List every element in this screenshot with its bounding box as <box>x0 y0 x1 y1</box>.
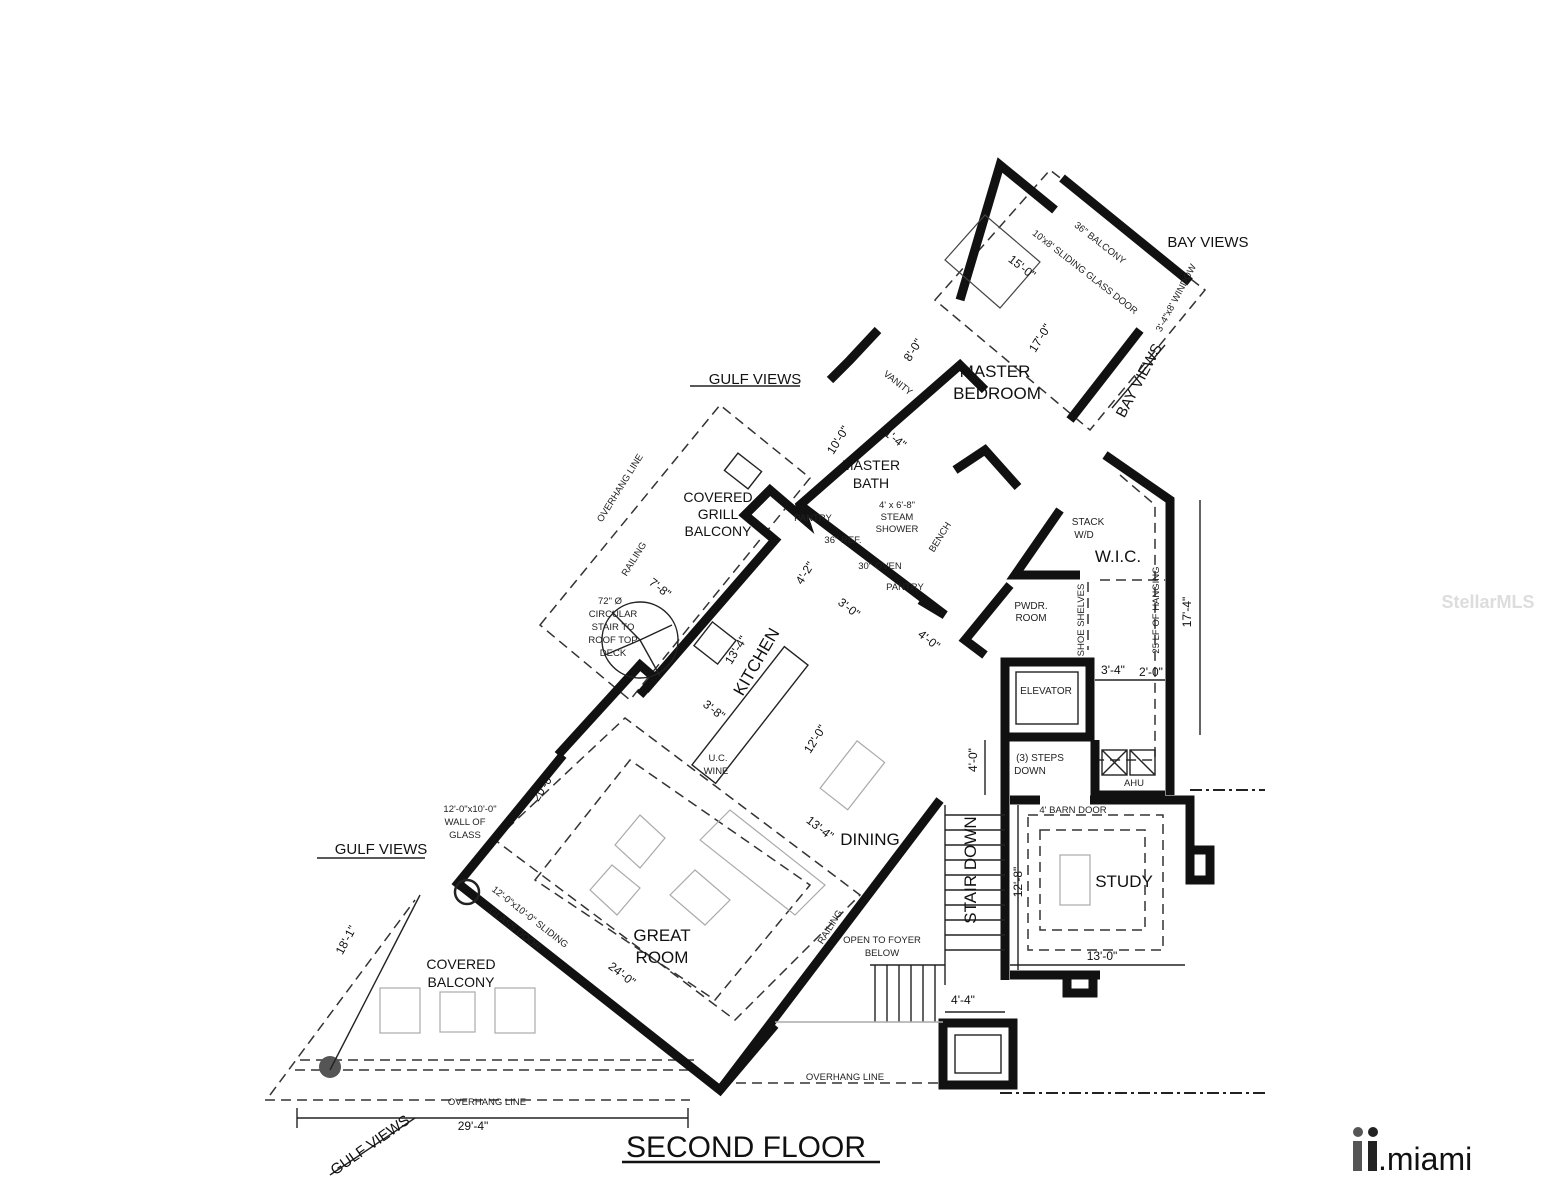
dim-aisle-right: 4'-0" <box>915 627 942 653</box>
note-overhang-balcony: OVERHANG LINE <box>448 1097 526 1108</box>
note-ref: 36" REF. <box>824 535 861 546</box>
dim-island-width: 3'-0" <box>835 595 862 621</box>
watermark: StellarMLS <box>1441 592 1534 612</box>
note-bench: BENCH <box>927 520 954 554</box>
gulf-views-label-bottom: GULF VIEWS <box>328 1112 414 1179</box>
furniture <box>379 214 1091 1034</box>
room-great-room-1: GREAT <box>633 926 690 945</box>
note-stack-1: STACK <box>1072 517 1105 528</box>
note-steam-1: 4' x 6'-8" <box>879 500 915 511</box>
grill <box>723 452 763 490</box>
room-powder-2: ROOM <box>1015 613 1046 624</box>
logo-text: .miami <box>1378 1141 1472 1177</box>
note-wall-glass-2: WALL OF <box>445 817 486 828</box>
dim-study-depth: 12'-8" <box>1011 867 1025 898</box>
note-railing-grill: RAILING <box>620 540 649 578</box>
room-wic: W.I.C. <box>1095 547 1141 566</box>
room-powder-1: PWDR. <box>1014 601 1047 612</box>
gulf-views-label-top: GULF VIEWS <box>709 371 802 388</box>
room-covered-balcony-1: COVERED <box>426 956 495 972</box>
note-steam-2: STEAM <box>881 512 914 523</box>
stair-down-label: STAIR DOWN <box>961 816 980 923</box>
logo: .miami <box>1353 1127 1472 1177</box>
gulf-views-label-left: GULF VIEWS <box>335 841 428 858</box>
room-master-bath-1: MASTER <box>842 457 900 473</box>
view-labels: GULF VIEWS GULF VIEWS GULF VIEWS BAY VIE… <box>328 234 1249 1179</box>
room-grill-balcony-2: GRILL <box>698 506 739 522</box>
walls <box>451 157 1215 1097</box>
dim-balcony-len: 29'-4" <box>458 1119 489 1133</box>
overhang-lines <box>265 168 1265 1101</box>
dim-kitchen-aisle: 4'-2" <box>793 559 818 587</box>
note-wall-glass-3: GLASS <box>449 830 481 841</box>
dim-wic-a: 3'-4" <box>1101 663 1125 677</box>
note-open-foyer-2: BELOW <box>865 948 899 959</box>
dim-study-width: 13'-0" <box>1087 949 1118 963</box>
note-open-foyer-1: OPEN TO FOYER <box>843 935 921 946</box>
note-slider-great-2: GLASS DOOR <box>487 906 543 953</box>
note-overhang-grill: OVERHANG LINE <box>595 452 646 524</box>
note-pantry1: PANTRY <box>794 513 832 524</box>
room-elevator: ELEVATOR <box>1020 686 1072 697</box>
dim-dining-width: 13'-4" <box>804 813 837 843</box>
room-covered-balcony-2: BALCONY <box>428 974 496 990</box>
dim-stair-radius: 7'-8" <box>646 575 673 601</box>
note-uc-wine-1: U.C. <box>709 753 728 764</box>
note-stack-2: W/D <box>1074 530 1093 541</box>
note-uc-wine-2: WINE <box>704 766 729 777</box>
room-master-bedroom-2: BEDROOM <box>953 384 1041 403</box>
dim-bed-depth: 17'-0" <box>1026 321 1054 354</box>
dim-bath-depth: 10'-0" <box>824 423 852 456</box>
dim-island-len: 12'-0" <box>801 722 829 755</box>
room-great-room-2: ROOM <box>636 948 689 967</box>
note-wall-glass-1: 12'-0"x10'-0" <box>443 804 496 815</box>
desk <box>1059 854 1091 906</box>
room-master-bedroom-1: MASTER <box>960 362 1031 381</box>
dining-table <box>819 740 886 811</box>
circular-stair <box>601 601 679 679</box>
note-circ-stair-4: ROOF TOP <box>588 635 637 646</box>
dim-great-width: 24'-0" <box>606 959 639 989</box>
dim-stair-width: 4'-4" <box>951 993 975 1007</box>
note-steps-2: DOWN <box>1014 766 1046 777</box>
dim-wic-len: 17'-4" <box>1180 597 1194 628</box>
dimension-lines <box>296 344 1201 1176</box>
dim-vanity: 8'-0" <box>901 336 926 364</box>
bed <box>944 214 1041 309</box>
note-pantry2: PANTRY <box>886 582 924 593</box>
note-overhang-front: OVERHANG LINE <box>806 1072 884 1083</box>
dim-steps: 4'-0" <box>966 748 980 772</box>
note-circ-stair-1: 72" Ø <box>598 596 623 607</box>
dim-kitchen-aisle2: 3'-8" <box>700 697 727 723</box>
note-circ-stair-2: CIRCULAR <box>589 609 638 620</box>
kitchen-island <box>691 645 809 785</box>
note-shoe: SHOE SHELVES <box>1076 584 1087 657</box>
note-ahu: AHU <box>1124 778 1144 789</box>
note-slider-bed: 10'x8' SLIDING GLASS DOOR <box>1030 228 1140 317</box>
note-oven: 30" OVEN <box>858 561 902 572</box>
note-vanity: VANITY <box>881 369 915 399</box>
room-master-bath-2: BATH <box>853 475 889 491</box>
cooktop <box>692 620 738 666</box>
stair-treads <box>319 601 1005 1078</box>
page-title: SECOND FLOOR <box>626 1131 866 1164</box>
room-grill-balcony-3: BALCONY <box>685 523 753 539</box>
room-grill-balcony-1: COVERED <box>683 489 752 505</box>
note-circ-stair-5: DECK <box>600 648 627 659</box>
bay-views-label-top: BAY VIEWS <box>1167 234 1248 251</box>
note-hanging: 25 LF OF HANGING <box>1151 566 1162 653</box>
note-circ-stair-3: STAIR TO <box>592 622 635 633</box>
note-steps-1: (3) STEPS <box>1016 753 1064 764</box>
note-barn-door: 4' BARN DOOR <box>1039 805 1106 816</box>
dim-wic-b: 2'-0" <box>1139 665 1163 679</box>
note-steam-3: SHOWER <box>876 524 919 535</box>
room-dining: DINING <box>840 830 900 849</box>
room-study: STUDY <box>1095 872 1153 891</box>
room-labels: MASTER BEDROOM MASTER BATH COVERED GRILL… <box>426 362 1152 990</box>
sofa <box>699 809 826 916</box>
dim-balcony-side: 18'-1" <box>333 923 360 957</box>
